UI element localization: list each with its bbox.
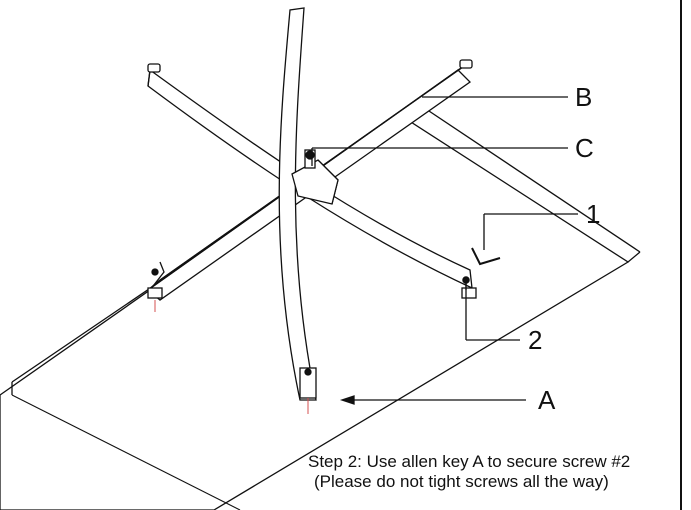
instruction-line-1: Step 2: Use allen key A to secure screw … [308,452,631,471]
center-pole [278,7,317,414]
instruction-caption: Step 2: Use allen key A to secure screw … [308,452,630,491]
foot-bracket-right [461,287,477,299]
screw-icon [462,276,470,290]
tabletop-corner [627,251,641,263]
callout-label-a: A [538,385,556,415]
screw-head-left [151,268,159,276]
tabletop-right-edge-outer [419,104,641,253]
screw-head-front [304,368,312,376]
callout-label-b: B [575,82,593,112]
hub-screw [305,150,315,160]
instruction-line-2: (Please do not tight screws all the way) [314,471,609,491]
tabletop-front-edge [11,394,241,510]
callout-label-2: 2 [528,325,543,355]
hub-bracket [291,149,339,205]
page-border-right [680,0,682,510]
callout-label-c: C [575,133,594,163]
leg-lower-right [147,63,477,312]
callout-label-1: 1 [586,199,601,229]
foot-bracket-left [147,287,163,299]
arrow-head-a [339,395,355,405]
allen-key-icon [471,247,501,266]
callout-lines [311,96,578,405]
